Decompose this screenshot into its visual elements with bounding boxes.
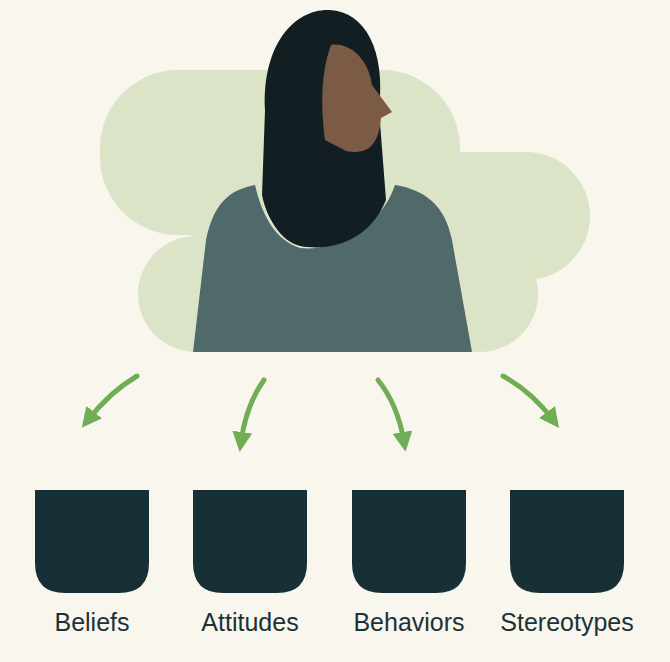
- arrows: [88, 376, 553, 442]
- bin-label: Attitudes: [193, 607, 307, 637]
- bin-shape: [193, 490, 307, 593]
- bin-label: Behaviors: [349, 607, 469, 637]
- bin-label: Stereotypes: [496, 607, 638, 637]
- bin-label: Beliefs: [35, 607, 149, 637]
- category-bin: Beliefs: [35, 490, 149, 637]
- bin-shape: [35, 490, 149, 593]
- bin-shape: [510, 490, 624, 593]
- category-bin: Attitudes: [193, 490, 307, 637]
- category-bin: Behaviors: [349, 490, 469, 637]
- face: [322, 45, 392, 152]
- category-bin: Stereotypes: [496, 490, 638, 637]
- bin-shape: [352, 490, 466, 593]
